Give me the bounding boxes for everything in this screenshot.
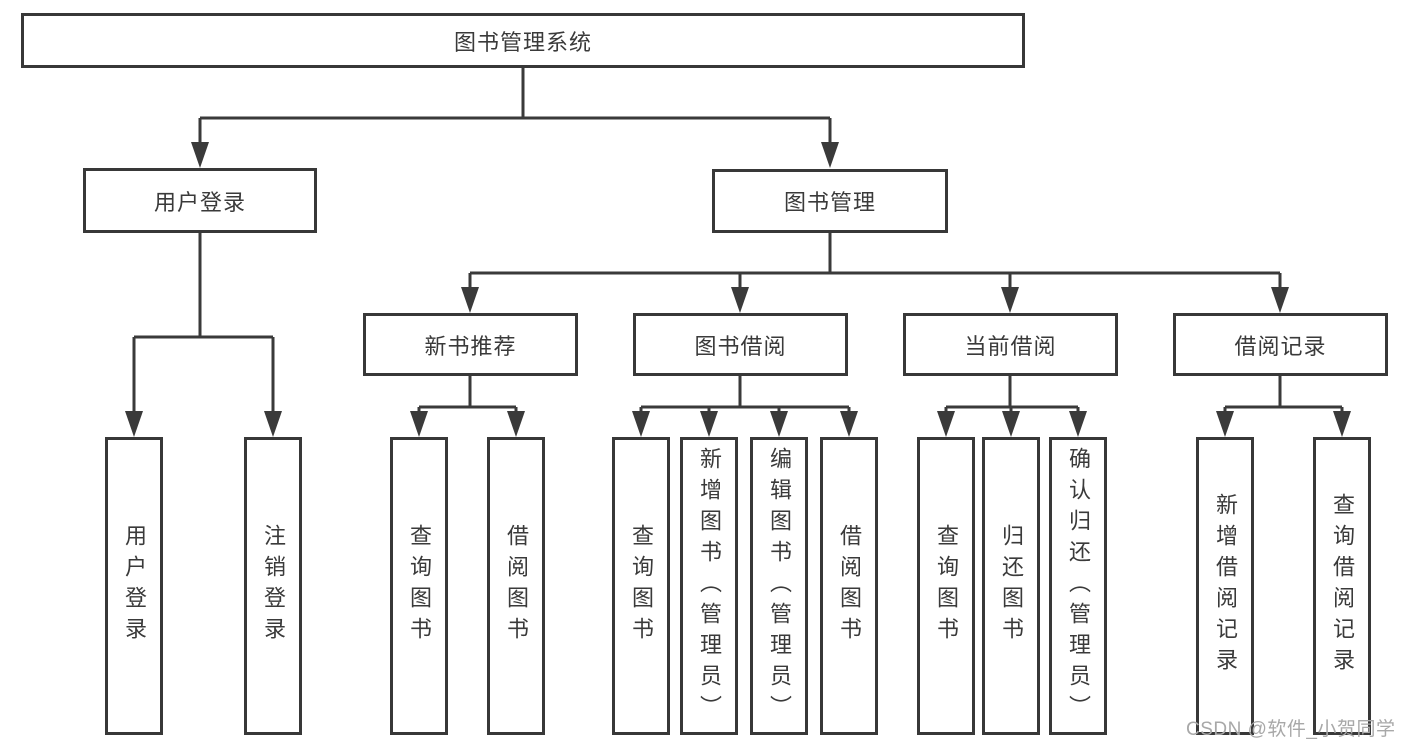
leaf-confirm-return-admin: 确认归还（管理员） [1049, 437, 1107, 735]
leaf-query-books-3-label: 查询图书 [934, 524, 959, 648]
leaf-edit-book-admin: 编辑图书（管理员） [750, 437, 808, 735]
watermark: CSDN @软件_小贺同学 [1186, 719, 1396, 740]
node-book-management: 图书管理 [712, 169, 948, 233]
node-current-borrow: 当前借阅 [903, 313, 1118, 376]
leaf-query-borrow-record: 查询借阅记录 [1313, 437, 1371, 735]
node-borrow-records-label: 借阅记录 [1234, 333, 1327, 359]
node-user-login: 用户登录 [83, 168, 317, 233]
node-new-book-recommend: 新书推荐 [363, 313, 578, 376]
node-root: 图书管理系统 [21, 13, 1025, 68]
leaf-query-books-1: 查询图书 [390, 437, 448, 735]
leaf-add-book-admin: 新增图书（管理员） [680, 437, 738, 735]
leaf-borrow-books-2-label: 借阅图书 [837, 524, 862, 648]
leaf-add-borrow-record: 新增借阅记录 [1196, 437, 1254, 735]
node-book-borrow: 图书借阅 [633, 313, 848, 376]
leaf-confirm-return-admin-label: 确认归还（管理员） [1066, 446, 1091, 726]
node-book-management-label: 图书管理 [783, 190, 876, 215]
node-new-book-recommend-label: 新书推荐 [424, 333, 517, 359]
leaf-logout: 注销登录 [244, 437, 302, 735]
leaf-user-login-label: 用户登录 [122, 524, 147, 648]
leaf-user-login: 用户登录 [105, 437, 163, 735]
node-borrow-records: 借阅记录 [1173, 313, 1388, 376]
leaf-borrow-books-1: 借阅图书 [487, 437, 545, 735]
node-current-borrow-label: 当前借阅 [964, 333, 1057, 359]
leaf-edit-book-admin-label: 编辑图书（管理员） [767, 446, 792, 726]
leaf-query-books-2-label: 查询图书 [629, 524, 654, 648]
leaf-add-borrow-record-label: 新增借阅记录 [1213, 493, 1238, 679]
node-root-label: 图书管理系统 [453, 29, 592, 55]
leaf-query-books-3: 查询图书 [917, 437, 975, 735]
leaf-logout-label: 注销登录 [261, 524, 286, 648]
leaf-return-book: 归还图书 [982, 437, 1040, 735]
leaf-return-book-label: 归还图书 [999, 524, 1024, 648]
node-user-login-label: 用户登录 [153, 189, 246, 215]
leaf-query-books-1-label: 查询图书 [407, 524, 432, 648]
node-book-borrow-label: 图书借阅 [694, 333, 787, 359]
leaf-add-book-admin-label: 新增图书（管理员） [697, 446, 722, 726]
leaf-borrow-books-1-label: 借阅图书 [504, 524, 529, 648]
leaf-borrow-books-2: 借阅图书 [820, 437, 878, 735]
leaf-query-borrow-record-label: 查询借阅记录 [1330, 493, 1355, 679]
leaf-query-books-2: 查询图书 [612, 437, 670, 735]
